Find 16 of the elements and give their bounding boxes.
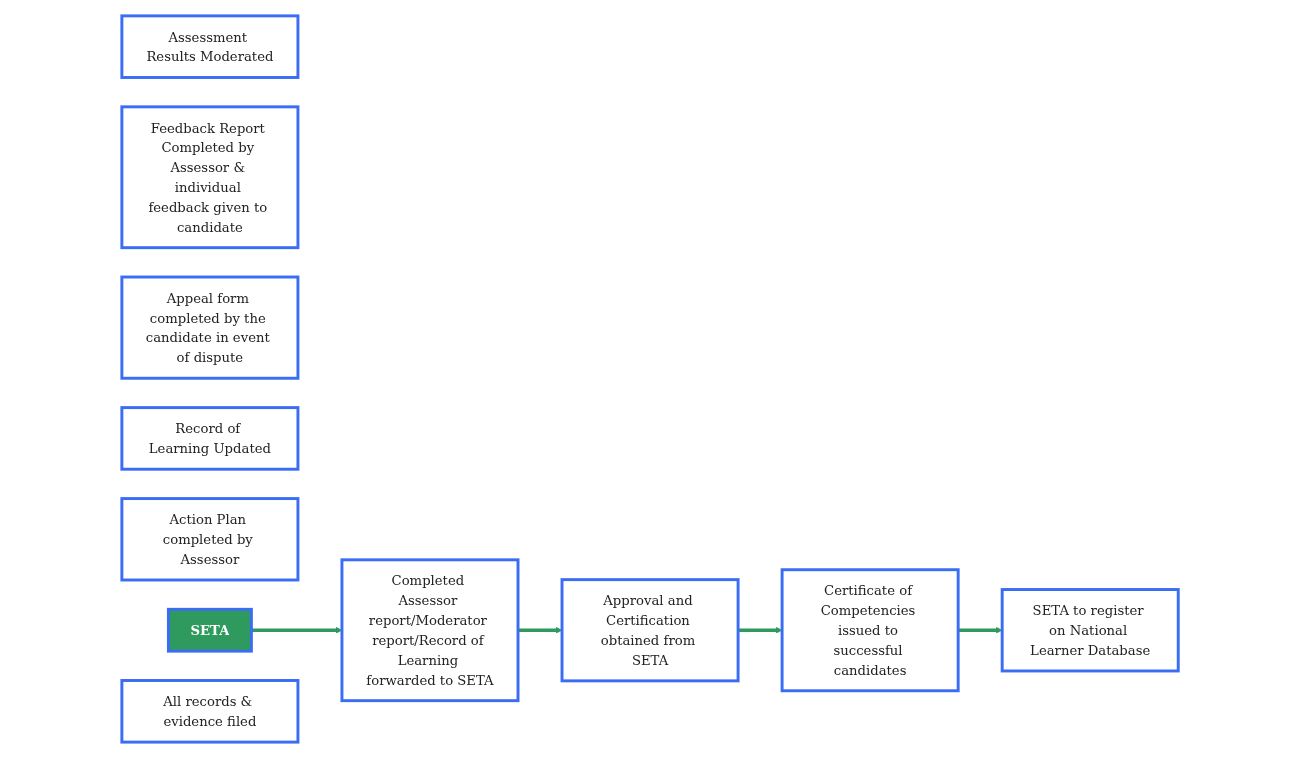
node-box (781, 568, 961, 693)
node-box (561, 578, 740, 683)
arrow (738, 627, 783, 634)
arrow (251, 627, 343, 634)
node-box (120, 14, 300, 79)
node-box (120, 105, 300, 250)
node-box (340, 558, 520, 703)
node-box (120, 275, 300, 380)
node-box (120, 406, 300, 471)
node-box (120, 679, 300, 744)
flowchart: Assessment Results Moderated Feedback Report Completed by Assessor & individual feedback given to candidate Appeal form completed by the candidate in event of dispute Record of Learning Updated Action Plan completed by Assessor SETA All records & evidence filed Completed Assessor report/Moderator report/Record of Learning forwarded to SETA Approval and Certification obtained from SETA Certificate of Competencies issued to successful candidates SETA to register on National Learner Database (116, 10, 1185, 748)
node-box (120, 497, 300, 582)
arrow (958, 627, 1003, 634)
arrow (518, 627, 563, 634)
node-box (167, 607, 254, 653)
node-box (1001, 588, 1181, 673)
